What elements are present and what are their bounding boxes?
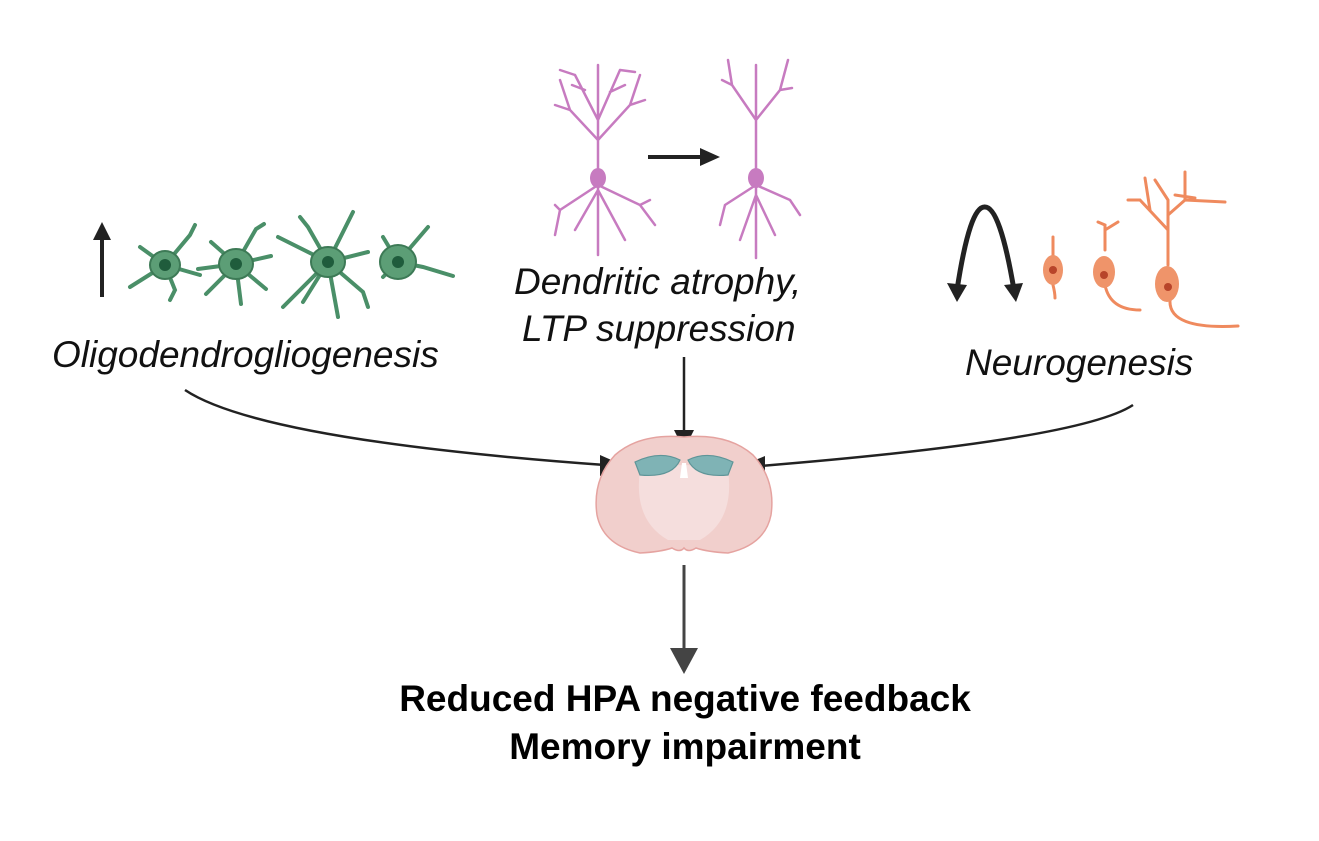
pyramidal-neuron-dense-icon bbox=[553, 63, 657, 257]
neurogenesis-label: Neurogenesis bbox=[965, 342, 1194, 383]
outcome-memory-impairment: Memory impairment bbox=[509, 726, 861, 767]
left-connector-arrow bbox=[184, 388, 606, 467]
pyramidal-neuron-atrophied-icon bbox=[718, 58, 802, 260]
dendritic-atrophy-label: Dendritic atrophy, bbox=[514, 261, 802, 302]
outcome-hpa-feedback: Reduced HPA negative feedback bbox=[399, 678, 971, 719]
brain-coronal-section-icon bbox=[595, 435, 773, 554]
up-arrow-icon bbox=[93, 222, 111, 297]
new-neurons-icon bbox=[1043, 170, 1240, 328]
oligodendrogliogenesis-label: Oligodendrogliogenesis bbox=[52, 334, 439, 375]
bidirectional-curved-arrow-icon bbox=[947, 204, 1023, 302]
ltp-suppression-label: LTP suppression bbox=[522, 308, 796, 349]
right-connector-arrow bbox=[759, 403, 1134, 468]
right-arrow-icon bbox=[648, 148, 720, 166]
down-arrow-icon bbox=[670, 565, 698, 674]
oligodendrocyte-cells-icon bbox=[128, 210, 455, 319]
